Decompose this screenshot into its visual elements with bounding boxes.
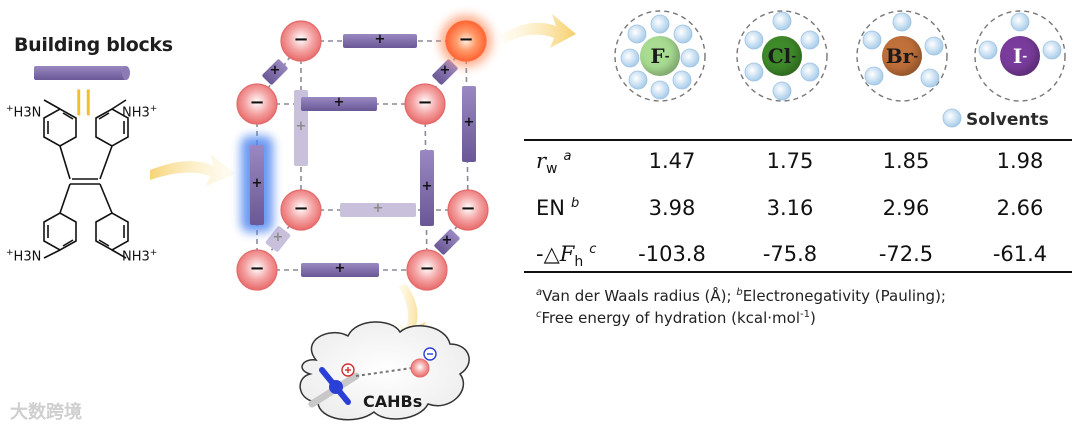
row-label-footnote-mark: b: [570, 196, 580, 211]
table-cell: -61.4: [992, 242, 1048, 266]
table-cell: 3.98: [648, 196, 696, 220]
cation-charge-sign: +: [251, 176, 263, 191]
footnote-b-text: Electronegativity (Pauling);: [742, 287, 946, 305]
anion-charge-sign: −: [458, 29, 474, 50]
table-cell: -75.8: [762, 242, 818, 266]
cahbs-cloud: [299, 321, 470, 421]
amine-formula: H3N: [13, 105, 42, 121]
anion-charge-sign: −: [417, 92, 433, 113]
anion-charge-sign: −: [293, 29, 309, 50]
cation-charge-sign: +: [372, 201, 384, 216]
cation-charge-sign: +: [439, 63, 451, 78]
cation-charge-sign: +: [421, 179, 433, 194]
anion-charge: -: [664, 49, 670, 63]
table-cell: 2.96: [882, 196, 930, 220]
anion-symbol: Cl: [767, 44, 792, 68]
anion-balls: [236, 15, 492, 291]
amine-charge: +: [149, 104, 158, 114]
amine-bottom-left: +H3N: [6, 248, 41, 264]
cation-charge-sign: +: [269, 63, 281, 78]
anion-charge-sign: −: [419, 258, 435, 279]
footnote-c-end: ): [809, 309, 816, 327]
row-label-footnote-mark: c: [589, 242, 597, 257]
anion-charge-sign: −: [293, 198, 309, 219]
solvents-label: Solvents: [966, 110, 1049, 130]
row-label-main: F: [559, 242, 575, 266]
cation-charge-sign: +: [374, 32, 386, 47]
row-label: -△Fhc: [536, 242, 596, 270]
arrow-to-structure: [150, 154, 236, 186]
row-label-subscript: w: [546, 161, 558, 178]
building-block-bar: [34, 66, 130, 80]
table-cell: 3.16: [766, 196, 814, 220]
footnote-c-mark: c: [536, 309, 542, 320]
amine-formula: NH3: [122, 105, 150, 121]
amine-top-right: NH3+: [122, 104, 157, 120]
front-bars: [250, 34, 476, 277]
anion-shells: [614, 10, 1066, 102]
solvent-molecules: [620, 11, 1062, 128]
anion-charge: -: [913, 49, 919, 63]
amine-formula: NH3: [122, 249, 150, 265]
anion-i: I-: [1000, 36, 1040, 76]
watermark: 大数跨境: [10, 402, 82, 423]
row-label-main: EN: [536, 196, 565, 220]
amine-charge: +: [149, 248, 158, 258]
anion-br: Br-: [882, 36, 922, 76]
amine-top-left: +H3N: [6, 104, 41, 120]
row-label-footnote-mark: a: [563, 149, 572, 164]
table-cell: 1.47: [648, 149, 696, 173]
arrow-to-table: [500, 14, 576, 48]
amine-charge: +: [6, 104, 14, 114]
anion-charge-sign: −: [249, 258, 265, 279]
footnote-line-1: aVan der Waals radius (Å); bElectronegat…: [536, 287, 946, 305]
anion-charge: -: [1022, 49, 1028, 63]
row-label-main: r: [536, 149, 547, 173]
building-blocks-title: Building blocks: [14, 34, 173, 56]
tetraphenylethylene-structure: [43, 99, 129, 259]
equals-mark: ||: [74, 86, 93, 116]
anion-charge: -: [791, 49, 797, 63]
row-label: EN b: [536, 196, 579, 220]
amine-bottom-right: NH3+: [122, 248, 157, 264]
footnote-a-mark: a: [536, 287, 543, 298]
table-cell: 1.85: [882, 149, 930, 173]
anion-cl: Cl-: [762, 36, 802, 76]
table-cell: -72.5: [878, 242, 934, 266]
footnote-unit-exponent: -1: [800, 309, 810, 320]
anion-charge-sign: −: [460, 198, 476, 219]
cation-charge-sign: +: [272, 230, 284, 245]
row-label-prefix: -△: [536, 242, 560, 266]
row-label-subscript: h: [574, 254, 584, 271]
anion-f: F-: [640, 36, 680, 76]
amine-formula: H3N: [13, 249, 42, 265]
footnote-c-text: Free energy of hydration (kcal·mol: [541, 309, 801, 327]
anion-symbol: F: [650, 44, 665, 68]
anion-symbol: I: [1012, 44, 1023, 68]
cation-charge-sign: +: [295, 119, 307, 134]
footnote-a-text: Van der Waals radius (Å);: [542, 287, 732, 305]
anion-symbol: Br: [885, 44, 914, 68]
footnote-b-mark: b: [736, 287, 743, 298]
row-label: rwa: [536, 149, 571, 177]
table-cell: 1.75: [766, 149, 814, 173]
cation-charge-sign: +: [463, 115, 475, 130]
cation-charge-sign: +: [333, 95, 345, 110]
amine-charge: +: [6, 248, 14, 258]
table-cell: 2.66: [996, 196, 1044, 220]
table-cell: 1.98: [996, 149, 1044, 173]
anion-charge-sign: −: [249, 92, 265, 113]
cation-charge-sign: +: [441, 233, 453, 248]
cation-charge-sign: +: [334, 261, 346, 276]
footnote-line-2: cFree energy of hydration (kcal·mol-1): [536, 309, 816, 327]
table-cell: -103.8: [638, 242, 706, 266]
cahbs-label: CAHBs: [363, 392, 423, 411]
